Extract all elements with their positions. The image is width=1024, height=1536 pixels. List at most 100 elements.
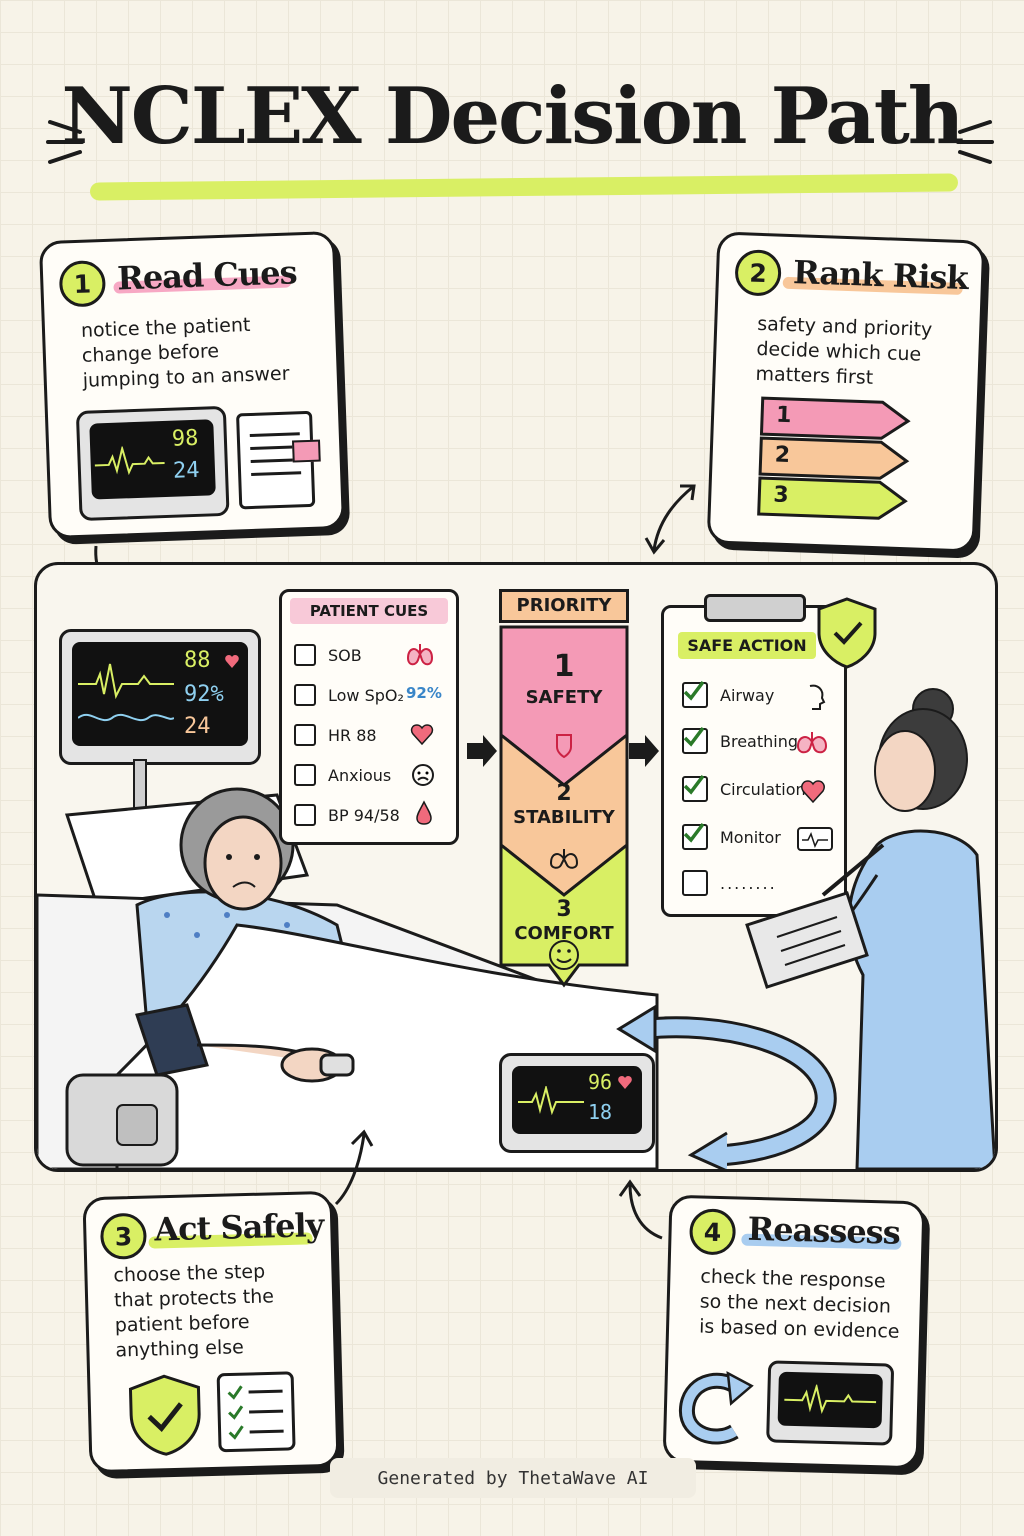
spo2-value: 92% [184,682,224,707]
priority-chevrons [499,625,629,988]
ecg-wave-icon [94,445,165,476]
rank-label: 3 [772,482,790,509]
step-card-reassess: 4 Reassess check the response so the nex… [662,1194,926,1470]
vital-monitor: 98 24 [75,405,230,522]
generated-by-footer: Generated by ThetaWave AI [330,1458,696,1498]
rank-arrows [757,396,911,520]
title-spark-right-icon [956,120,994,164]
step-title: Read Cues [116,253,298,298]
step-title: Reassess [747,1209,901,1252]
patient-cues-panel: PATIENT CUES SOB Low SpO₂ 92% HR 88 Anxi… [279,589,459,845]
cue-item: BP 94/58 [294,804,400,826]
checkbox[interactable] [682,870,708,896]
checkbox[interactable] [294,684,316,706]
step-badge: 1 [58,259,107,308]
rr-value: 24 [184,714,211,739]
checkbox-checked[interactable] [682,726,708,754]
priority-number: 3 [556,897,572,922]
hospital-scene: 88 92% 24 PATIENT CUES SOB Low SpO₂ [34,562,998,1172]
smiley-icon [549,940,579,970]
arrow-up-icon [618,1179,663,1240]
safe-action-item-empty: ........ [682,870,777,896]
checkbox-checked[interactable] [682,680,708,708]
step-text-line: that protects the [113,1285,275,1312]
ecg-wave-icon [784,1383,877,1414]
step-badge: 2 [734,249,782,297]
bedside-monitor: 88 92% 24 [59,629,261,765]
step-card-act-safely: 3 Act Safely choose the step that protec… [82,1190,340,1474]
priority-level-3 [499,841,629,988]
checkbox-checked[interactable] [682,774,708,802]
safe-action-item: Airway [682,680,774,708]
priority-label: STABILITY [513,807,615,828]
priority-column: PRIORITY 1 SAFETY 2 STABILITY 3 COMFORT [499,589,629,1001]
heart-icon [801,780,825,804]
cue-item: Anxious [294,764,391,786]
priority-number: 2 [556,781,572,806]
shield-check-icon [817,597,877,669]
clipboard [745,891,869,989]
priority-label: SAFETY [525,687,603,708]
safe-action-item: Circulation [682,774,806,802]
safe-action-clipboard: SAFE ACTION Airway Breathing Circulation… [661,594,847,917]
checkbox-checked[interactable] [682,822,708,850]
clipboard-clip [704,594,806,622]
ecg-wave-icon [78,663,174,721]
priority-label: COMFORT [514,923,614,944]
notepad-icon [236,410,321,510]
checkbox[interactable] [294,644,316,666]
checkbox[interactable] [294,804,316,826]
heart-icon [618,1076,632,1089]
rank-arrow-2 [758,436,910,480]
cues-header: PATIENT CUES [290,598,448,624]
safe-action-item: Monitor [682,822,781,850]
rank-label: 1 [775,402,792,429]
hr-value: 88 [184,648,211,673]
refresh-arrow-icon [678,1371,754,1445]
safe-action-header: SAFE ACTION [678,632,816,659]
rank-label: 2 [774,442,791,469]
step-title: Act Safely [153,1206,324,1249]
nurse-face [874,730,936,812]
double-arrow-icon [644,484,696,555]
checkbox[interactable] [294,764,316,786]
step-card-read-cues: 1 Read Cues notice the patient change be… [38,230,346,540]
monitor-value-bottom: 24 [172,457,200,484]
checkbox[interactable] [294,724,316,746]
head-icon [809,684,826,710]
shield-check-icon [128,1374,201,1456]
cue-item: HR 88 [294,724,377,746]
cue-item: SOB [294,644,362,666]
arrow-up-icon [334,1129,374,1206]
rr-value: 18 [588,1100,613,1124]
arrow-right-icon [629,735,659,767]
shield-icon [556,734,572,759]
hr-value: 96 [588,1070,613,1094]
reassess-monitor: 96 18 [499,1053,655,1153]
cue-item: Low SpO₂ [294,684,404,706]
reassess-card-monitor [766,1360,895,1446]
drop-icon [416,800,432,825]
title-spark-left-icon [46,120,84,164]
rank-arrow-3 [757,476,908,520]
arrow-right-icon [467,735,497,767]
step-card-rank-risk: 2 Rank Risk safety and priority decide w… [706,231,986,553]
bp-cuff [135,1003,209,1077]
lungs-icon [796,732,828,754]
sad-face-icon [412,764,434,786]
step-badge: 3 [99,1212,148,1260]
nurse-scrubs [847,829,995,1169]
heart-icon [225,655,239,668]
lungs-icon [406,644,434,666]
monitor-value-top: 98 [171,425,199,452]
nurse-figure [745,688,995,1169]
rank-arrow-1 [759,396,911,440]
spo2-cue-value: 92% [406,684,442,702]
pen [821,843,885,897]
priority-header: PRIORITY [499,589,629,623]
pulse-oximeter [319,1053,355,1077]
checklist-icon [216,1371,296,1453]
page-title: NCLEX Decision Path [61,71,964,162]
monitor-icon [797,827,833,851]
priority-number: 1 [553,649,575,684]
